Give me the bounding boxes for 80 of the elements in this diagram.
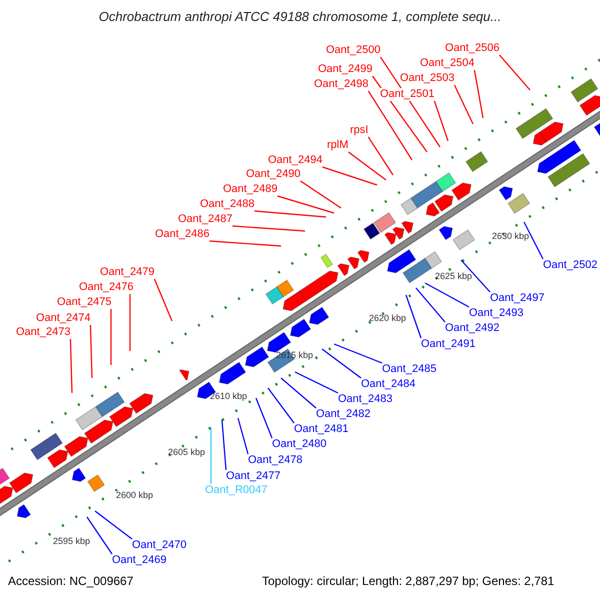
leader-line: [454, 84, 474, 124]
gene-label: Oant_2500: [326, 44, 380, 57]
gene-label: Oant_2481: [294, 423, 348, 436]
leader-line: [209, 240, 282, 247]
gene-label: Oant_2504: [420, 57, 474, 70]
leader-line: [368, 90, 412, 160]
scale-label: 2625 kbp: [435, 270, 472, 283]
leader-line: [300, 180, 342, 208]
scale-label: 2620 kbp: [369, 312, 406, 325]
scale-label: 2600 kbp: [116, 489, 154, 502]
gene-label: rplM: [327, 139, 348, 152]
leader-line: [70, 338, 73, 394]
gene-label: Oant_2498: [314, 78, 368, 91]
leader-line: [368, 136, 394, 176]
accession-text: Accession: NC_009667: [8, 575, 134, 588]
gene-label: Oant_2478: [248, 454, 302, 467]
map-title: Ochrobactrum anthropi ATCC 49188 chromosome 1, complete sequ...: [98, 10, 502, 23]
leader-line: [254, 210, 326, 218]
gene-label: Oant_2501: [380, 88, 434, 101]
leader-line: [232, 225, 306, 232]
leader-line: [434, 100, 449, 142]
gene-label: Oant_2482: [316, 408, 370, 421]
gene-label: Oant_2486: [155, 228, 210, 241]
leader-line: [86, 516, 112, 554]
gene-label: Oant_2502: [543, 259, 598, 272]
gene-label: Oant_2476: [79, 281, 134, 294]
gene-label: Oant_2497: [490, 292, 544, 305]
leader-line: [221, 420, 227, 470]
gene-label: Oant_2470: [132, 539, 186, 552]
gene-label: Oant_2480: [272, 438, 326, 451]
gene-label: Oant_2475: [57, 296, 112, 309]
leader-line: [334, 343, 382, 364]
gene-label: Oant_2493: [469, 307, 524, 320]
leader-line: [322, 166, 378, 186]
scale-label: 2630 kbp: [492, 230, 530, 243]
gene-label: Oant_2469: [112, 554, 166, 567]
scale-label: 2595 kbp: [53, 535, 90, 548]
gene-label: Oant_2490: [246, 168, 300, 181]
gene-label: Oant_2503: [400, 72, 454, 85]
leader-line: [416, 288, 446, 322]
gene-label: Oant_2473: [16, 326, 70, 339]
leader-line: [280, 378, 316, 408]
gene-label: Oant_2477: [226, 470, 280, 483]
leader-line: [294, 371, 338, 394]
gene-label: Oant_2487: [178, 213, 232, 226]
topology-text: Topology: circular; Length: 2,887,297 bp; Genes: 2,781: [262, 575, 554, 588]
leader-line: [129, 294, 131, 351]
scale-label: 2605 kbp: [168, 446, 206, 459]
leader-line: [90, 324, 93, 378]
gene-label: Oant_2491: [421, 338, 476, 351]
gene-label: Oant_2489: [223, 183, 278, 196]
leader-line: [322, 348, 362, 378]
gene-label: Oant_2483: [338, 393, 392, 406]
gene-label: rpsI: [350, 124, 368, 137]
leader-line: [498, 54, 530, 90]
leader-line: [94, 510, 132, 540]
gene-label: Oant_2479: [100, 266, 154, 279]
leader-line: [348, 152, 386, 180]
gene-label: Oant_R0047: [205, 484, 268, 497]
gene-label: Oant_2474: [36, 312, 90, 325]
leader-line: [424, 282, 470, 308]
gene-label: Oant_2499: [318, 63, 372, 76]
leader-line: [460, 260, 490, 292]
gene-label: Oant_2492: [445, 322, 500, 335]
leader-line: [110, 309, 112, 365]
leader-line: [474, 70, 484, 118]
leader-line: [277, 195, 334, 214]
leader-line: [405, 294, 422, 338]
gene-label: Oant_2494: [268, 154, 322, 167]
leader-line: [255, 398, 273, 438]
scale-label: 2610 kbp: [210, 390, 248, 403]
gene-label: Oant_2506: [445, 42, 500, 55]
leader-line: [523, 222, 544, 260]
leader-line: [154, 278, 173, 322]
leader-line: [268, 388, 294, 424]
leader-line: [237, 418, 249, 454]
gene-label: Oant_2484: [361, 378, 416, 391]
gene-label: Oant_2488: [200, 198, 254, 211]
gene-label: Oant_2485: [382, 363, 436, 376]
leader-line: [210, 427, 212, 484]
